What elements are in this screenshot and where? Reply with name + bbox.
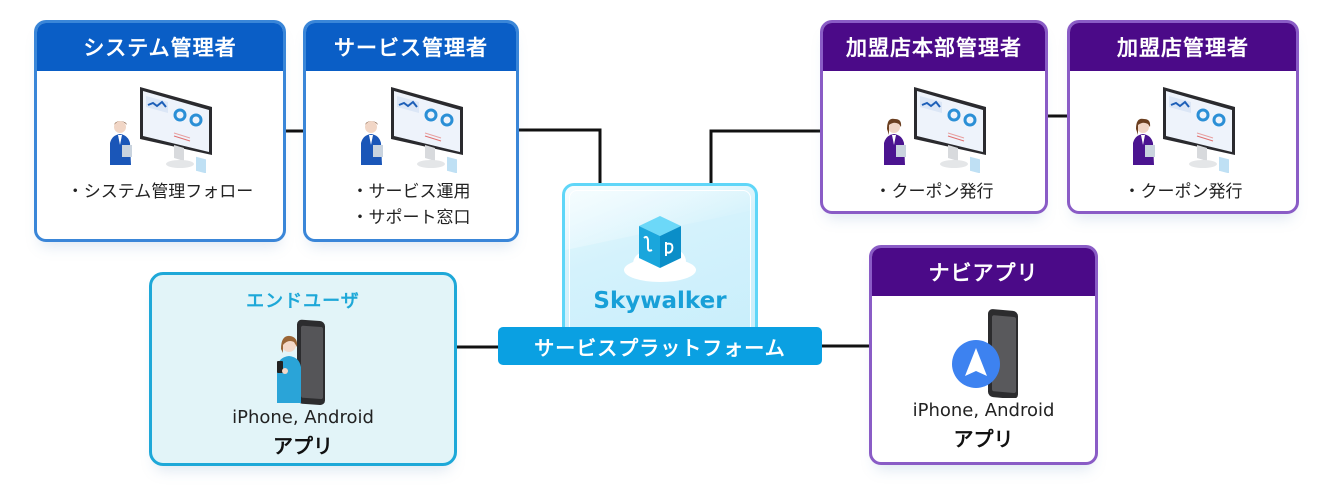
hq-admin-card: 加盟店本部管理者 ・クーポン発行 bbox=[820, 20, 1048, 214]
service-admin-item: ・サービス運用 bbox=[351, 182, 471, 202]
connector-platform-to-hq bbox=[709, 129, 820, 185]
service-admin-card: サービス管理者 ・サービス運用 ・サポート窓口 bbox=[303, 20, 519, 242]
platform-box: Skywalker bbox=[562, 183, 758, 343]
hq-admin-title: 加盟店本部管理者 bbox=[823, 23, 1045, 71]
platform-label: サービスプラットフォーム bbox=[498, 327, 822, 365]
end-user-card: エンドユーザ iPhone, Android アプリ bbox=[149, 272, 457, 466]
admin-at-monitor-icon bbox=[1070, 83, 1296, 173]
end-user-platforms: iPhone, Android bbox=[232, 407, 374, 428]
admin-at-monitor-icon bbox=[306, 83, 516, 173]
system-admin-title: システム管理者 bbox=[37, 23, 283, 71]
admin-at-monitor-icon bbox=[823, 83, 1045, 173]
navi-app-title: ナビアプリ bbox=[872, 248, 1095, 296]
navi-app-app: アプリ bbox=[953, 427, 1014, 451]
service-admin-item: ・サポート窓口 bbox=[351, 208, 471, 228]
navi-app-platforms: iPhone, Android bbox=[912, 400, 1055, 421]
store-admin-item: ・クーポン発行 bbox=[1123, 182, 1243, 202]
end-user-app: アプリ bbox=[273, 434, 333, 458]
system-admin-item: ・システム管理フォロー bbox=[66, 182, 254, 202]
navigation-arrow-icon bbox=[872, 302, 1095, 398]
cloud-cube-logo-icon bbox=[565, 212, 755, 288]
end-user-title: エンドユーザ bbox=[246, 291, 360, 312]
admin-at-monitor-icon bbox=[37, 83, 283, 173]
platform-brand: Skywalker bbox=[593, 288, 727, 314]
service-admin-title: サービス管理者 bbox=[306, 23, 516, 71]
store-admin-title: 加盟店管理者 bbox=[1070, 23, 1296, 71]
user-with-smartphone-icon bbox=[152, 315, 454, 405]
hq-admin-item: ・クーポン発行 bbox=[874, 182, 994, 202]
navi-app-card: ナビアプリ iPhone, Android アプリ bbox=[869, 245, 1098, 465]
connector-service-to-platform bbox=[519, 128, 602, 185]
store-admin-card: 加盟店管理者 ・クーポン発行 bbox=[1067, 20, 1299, 214]
system-admin-card: システム管理者 ・システム管理フォロー bbox=[34, 20, 286, 242]
